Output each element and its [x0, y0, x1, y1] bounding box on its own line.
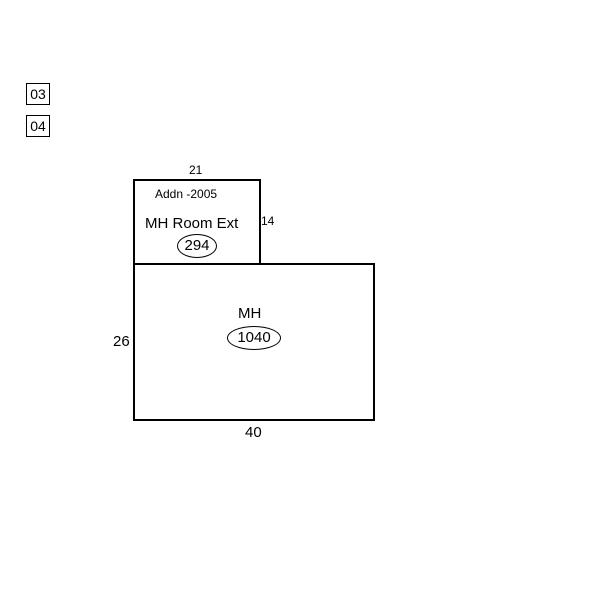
mh-outline: [133, 263, 375, 421]
tag-box-03: 03: [26, 83, 50, 105]
ext-area-oval: 294: [177, 234, 217, 258]
mh-room-name: MH: [238, 305, 262, 322]
ext-width-dimension: 21: [189, 163, 203, 177]
ext-depth-dimension: 14: [261, 214, 275, 228]
ext-addition-note: Addn -2005: [155, 187, 218, 201]
mh-depth-dimension: 26: [113, 333, 130, 350]
mh-width-dimension: 40: [245, 424, 262, 441]
mh-area-oval: 1040: [227, 326, 281, 350]
tag-box-04: 04: [26, 115, 50, 137]
ext-room-name: MH Room Ext: [145, 215, 239, 232]
